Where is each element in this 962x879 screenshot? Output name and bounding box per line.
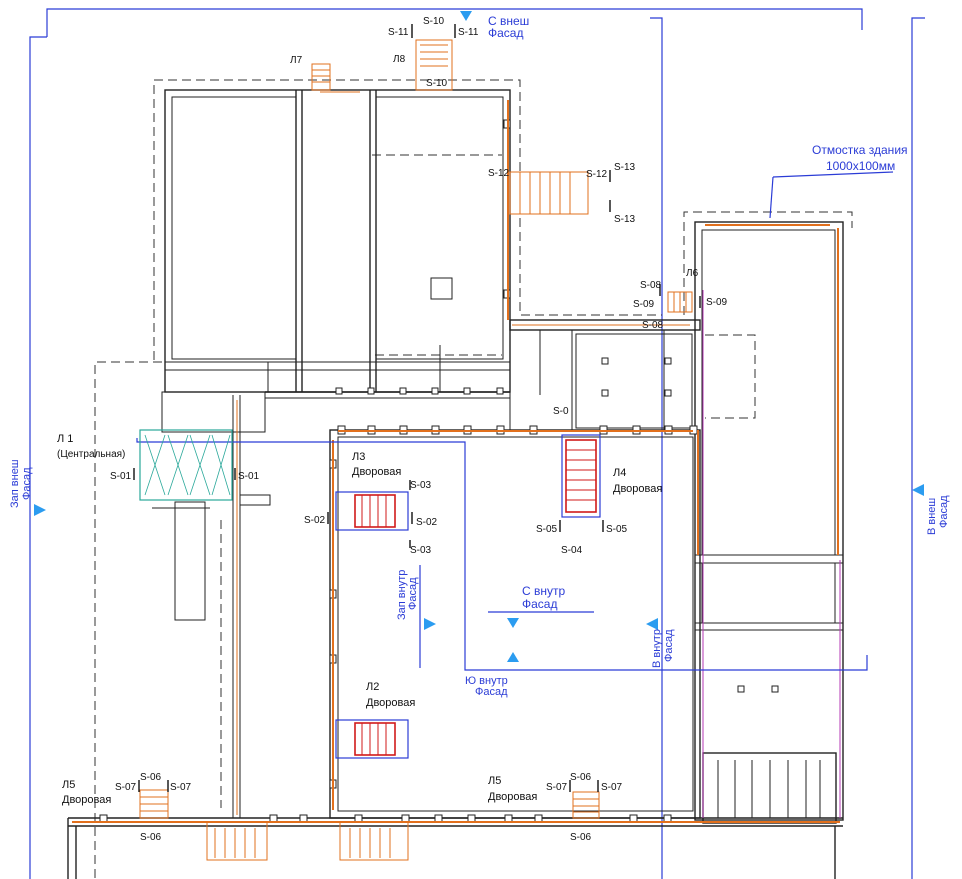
stair-l1-name: Л 1	[57, 433, 73, 445]
stair-l8	[415, 39, 453, 91]
section-s06-c: S-06	[570, 772, 592, 783]
section-s09-a: S-09	[633, 299, 655, 310]
walls	[67, 89, 844, 879]
arrow-south-inner	[507, 652, 519, 662]
stair-l7	[311, 63, 331, 91]
section-s01-left: S-01	[110, 471, 132, 482]
west-inner-facade-label-1: Зап внутр	[396, 570, 408, 620]
outer-facade-frame	[29, 8, 925, 879]
stair-l5-right	[572, 791, 600, 819]
section-s05-left: S-05	[536, 524, 558, 535]
stair-l8-name: Л8	[393, 54, 406, 65]
section-s12-right: S-12	[586, 169, 608, 180]
stair-l5-left-type: Дворовая	[62, 794, 111, 806]
section-s09-b: S-09	[706, 297, 728, 308]
east-inner-facade-label-1: В внутр	[651, 629, 663, 668]
section-s04-bottom: S-04	[561, 545, 583, 556]
note-label-2: 1000х100мм	[826, 159, 895, 173]
north-outer-facade-label-2: Фасад	[488, 26, 523, 40]
section-s13-bottom: S-13	[614, 214, 636, 225]
north-inner-facade-label-1: С внутр	[522, 584, 565, 598]
section-s07-b: S-07	[170, 782, 192, 793]
section-s06-b: S-06	[140, 832, 162, 843]
north-outer-facade-label-1: С внеш	[488, 14, 529, 28]
section-s07-d: S-07	[601, 782, 623, 793]
stair-l5-right-name: Л5	[488, 775, 501, 787]
stair-l7-name: Л7	[290, 55, 303, 66]
arrow-north-inner	[507, 618, 519, 628]
stair-l5-right-type: Дворовая	[488, 791, 537, 803]
section-s01-right: S-01	[238, 471, 260, 482]
magenta-lines	[702, 290, 841, 818]
stair-l2	[335, 719, 409, 759]
section-s08-b: S-08	[642, 320, 664, 331]
stair-l4-type: Дворовая	[613, 483, 662, 495]
stair-l6	[667, 291, 693, 313]
inner-facade-frame	[136, 171, 894, 671]
entrance-stairs-south	[206, 821, 409, 861]
stair-l3-name: Л3	[352, 451, 365, 463]
west-outer-facade-label-2: Фасад	[21, 467, 33, 500]
stair-l3	[335, 491, 409, 531]
west-inner-facade-label-2: Фасад	[407, 577, 419, 610]
arrow-east-inner	[646, 618, 658, 630]
east-outer-facade-label-1: В внеш	[926, 498, 938, 535]
stair-l2-name: Л2	[366, 681, 379, 693]
section-s07-c: S-07	[546, 782, 568, 793]
arrow-east-outer	[912, 484, 924, 496]
dashed-outlines	[94, 79, 853, 878]
section-s04-top: S-0	[553, 406, 569, 417]
stair-l4	[561, 434, 601, 518]
stair-l2-type: Дворовая	[366, 697, 415, 709]
section-s03-top: S-03	[410, 480, 432, 491]
stair-l4-name: Л4	[613, 467, 626, 479]
stair-l5-left-name: Л5	[62, 779, 75, 791]
stair-l1-type: (Центральная)	[57, 449, 125, 460]
facade-arrows	[34, 11, 924, 662]
section-s06-d: S-06	[570, 832, 592, 843]
stair-l3-type: Дворовая	[352, 466, 401, 478]
section-s03-bottom: S-03	[410, 545, 432, 556]
stair-l5-left	[139, 789, 169, 819]
section-s02-right: S-02	[416, 517, 438, 528]
section-marks	[133, 24, 701, 792]
section-s11-left: S-11	[388, 27, 409, 38]
east-inner-facade-label-2: Фасад	[663, 629, 675, 662]
arrow-north-outer	[460, 11, 472, 21]
section-s07-a: S-07	[115, 782, 137, 793]
north-inner-facade-label-2: Фасад	[522, 597, 557, 611]
section-s08-a: S-08	[640, 280, 662, 291]
arrow-west-outer	[34, 504, 46, 516]
section-s10-top: S-10	[423, 16, 445, 27]
section-s11-right: S-11	[458, 27, 479, 38]
arrow-west-inner	[424, 618, 436, 630]
section-s13-top: S-13	[614, 162, 636, 173]
stair-s12	[509, 171, 589, 215]
stair-l6-name: Л6	[686, 268, 699, 279]
note-label-1: Отмостка здания	[812, 143, 908, 157]
west-outer-facade-label-1: Зап внеш	[9, 459, 21, 508]
stair-l1-glazing	[139, 429, 233, 501]
east-outer-facade-label-2: Фасад	[938, 495, 950, 528]
facade-windows	[72, 91, 840, 823]
section-s02-left: S-02	[304, 515, 326, 526]
south-inner-facade-label-2: Фасад	[475, 686, 508, 698]
section-s06-a: S-06	[140, 772, 162, 783]
section-s10-bottom: S-10	[426, 78, 448, 89]
section-s05-right: S-05	[606, 524, 628, 535]
section-s12-left: S-12	[488, 168, 510, 179]
south-inner-facade-label-1: Ю внутр	[465, 675, 508, 687]
